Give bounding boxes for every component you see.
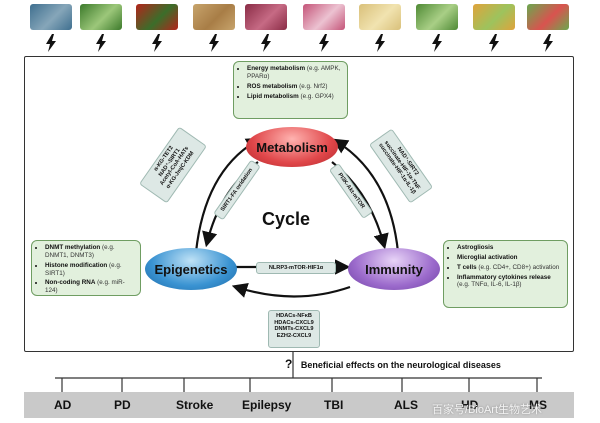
epigenetics-info-box: DNMT methylation (e.g. DNMT1, DNMT3) Hist…: [31, 240, 141, 296]
immunity-info-box: AstrogliosisMicroglial activation T cells…: [443, 240, 568, 308]
lightning-bolt-icon: [375, 34, 385, 52]
disease-tbi: TBI: [324, 398, 344, 412]
link-label-line: HDACs-CXCL9: [274, 319, 314, 326]
food-row: [0, 0, 600, 58]
info-item: ROS metabolism (e.g. Nrf2): [247, 83, 342, 91]
disease-stroke: Stroke: [176, 398, 214, 412]
info-item: DNMT methylation (e.g. DNMT1, DNMT3): [45, 244, 135, 260]
cycle-label: Cycle: [262, 209, 311, 229]
watermark: 百家号/BioArt生物艺术: [432, 404, 543, 416]
disease-pd: PD: [114, 398, 131, 412]
chili-pepper-image: [136, 4, 178, 30]
metabolism-node: Metabolism: [246, 127, 338, 167]
arrow-imm-to-metab: [332, 138, 400, 253]
lightning-bolt-icon: [209, 34, 219, 52]
info-item: Microglial activation: [457, 254, 562, 262]
ginger-image: [193, 4, 235, 30]
green-vegetable-image: [80, 4, 122, 30]
lightning-bolt-icon: [543, 34, 553, 52]
immunity-node: Immunity: [348, 248, 440, 290]
diagram-frame: [24, 56, 574, 352]
disease-bar: AD PD Stroke Epilepsy TBI ALS HD MS: [24, 392, 574, 418]
metabolism-info-box: Energy metabolism (e.g. AMPK, PPARα) ROS …: [233, 61, 348, 119]
info-item: T cells (e.g. CD4+, CD8+) activation: [457, 264, 562, 272]
fish-image: [30, 4, 72, 30]
lightning-bolt-icon: [96, 34, 106, 52]
link-label-bottom-inner: NLRP3-mTOR-HIF1α: [256, 262, 336, 274]
arrow-imm-to-epi: [231, 283, 351, 298]
disease-ms: MS: [529, 398, 547, 412]
noodles-image: [359, 4, 401, 30]
lightning-bolt-icon: [489, 34, 499, 52]
info-item: Histone modification (e.g. SIRT1): [45, 262, 135, 278]
lightning-bolt-icon: [319, 34, 329, 52]
question-mark: ?: [285, 357, 293, 371]
link-label-line: HDACs-NFκB: [276, 313, 312, 319]
link-label-line: DNMTs-CXCL9: [274, 326, 314, 333]
disease-als: ALS: [394, 398, 418, 412]
lightning-bolt-icon: [261, 34, 271, 52]
info-item: Inflammatory cytokines release (e.g. TNF…: [457, 274, 562, 290]
info-item: Energy metabolism (e.g. AMPK, PPARα): [247, 65, 342, 81]
benefit-text: Beneficial effects on the neurological d…: [300, 360, 501, 370]
lightning-bolt-icon: [152, 34, 162, 52]
link-label-line: EZH2-CXCL9: [276, 333, 312, 340]
onion-image: [303, 4, 345, 30]
tea-leaves-image: [416, 4, 458, 30]
info-item: Astrogliosis: [457, 244, 562, 252]
benefit-heading: ? Beneficial effects on the neurological…: [285, 357, 501, 371]
info-item: Lipid metabolism (e.g. GPX4): [247, 93, 342, 101]
disease-ad: AD: [54, 398, 72, 412]
salad-plate-image: [527, 4, 569, 30]
epigenetics-node: Epigenetics: [145, 248, 237, 290]
lightning-bolt-icon: [432, 34, 442, 52]
disease-epilepsy: Epilepsy: [242, 398, 292, 412]
red-onion-image: [245, 4, 287, 30]
lightning-bolt-icon: [46, 34, 56, 52]
info-item: Non-coding RNA (e.g. miR-124): [45, 279, 135, 295]
fruit-plate-image: [473, 4, 515, 30]
disease-hd: HD: [461, 398, 479, 412]
